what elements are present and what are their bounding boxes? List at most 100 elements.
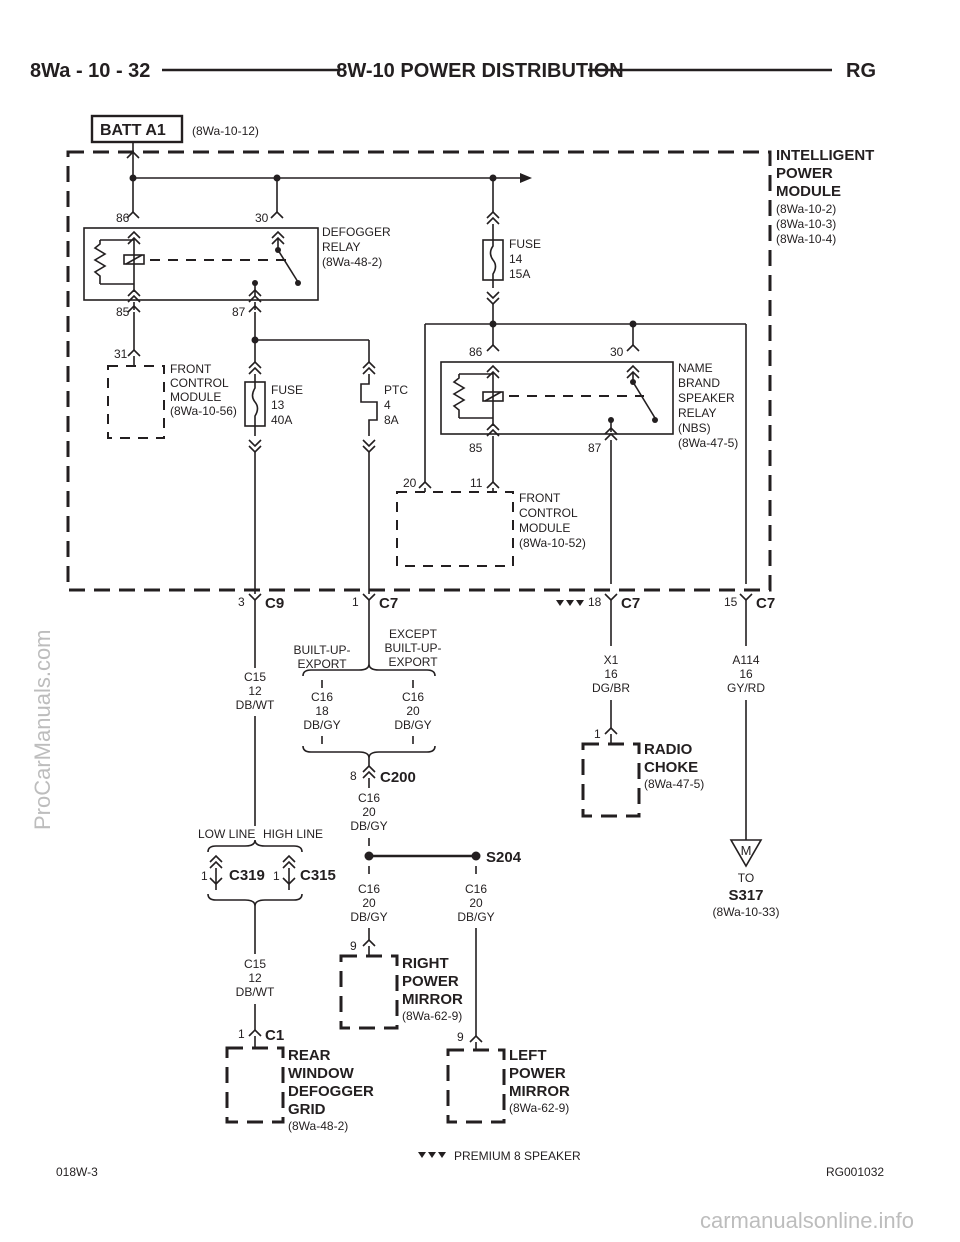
c15-top-circuit: C15 — [244, 670, 266, 684]
ipm-boundary — [66, 150, 772, 592]
c15-bottom-color: DB/WT — [236, 985, 275, 999]
c16-20-gauge: 20 — [406, 704, 420, 718]
fcm2-label-2: CONTROL — [519, 506, 578, 520]
nbs-pin-85: 85 — [469, 441, 483, 455]
c9-name: C9 — [265, 595, 284, 612]
nbs-pin-86: 86 — [469, 345, 483, 359]
def-relay-ref: (8Wa-48-2) — [322, 255, 382, 269]
option-built-up-1: BUILT-UP- — [293, 643, 350, 657]
option-except-2: BUILT-UP- — [384, 641, 441, 655]
fuse14-rating: 15A — [509, 267, 530, 281]
x1-color: DG/BR — [592, 681, 630, 695]
left-power-mirror: 9 LEFT POWER MIRROR (8Wa-62-9) — [446, 1030, 570, 1124]
fcm1-label-3: MODULE — [170, 390, 221, 404]
c16-20-color: DB/GY — [394, 718, 431, 732]
a114-circuit: A114 — [732, 653, 759, 667]
ptc4-number: 4 — [384, 398, 391, 412]
fcm2-pin-20: 20 — [403, 476, 417, 490]
c16-lm-gauge: 20 — [469, 896, 483, 910]
nbs-label-4: RELAY — [678, 406, 716, 420]
ptc-4: PTC 4 8A — [360, 340, 408, 454]
rear-defogger-ref: (8Wa-48-2) — [288, 1119, 348, 1133]
def-pin-87: 87 — [232, 305, 246, 319]
ipm-title-1: INTELLIGENT — [776, 147, 874, 164]
right-power-mirror: 9 RIGHT POWER MIRROR (8Wa-62-9) — [339, 938, 463, 1030]
rear-defogger-label-1: REAR — [288, 1047, 331, 1064]
nbs-pin-30: 30 — [610, 345, 624, 359]
fcm1-label-1: FRONT — [170, 362, 212, 376]
rear-defogger-label-4: GRID — [288, 1101, 326, 1118]
x1-circuit: X1 — [604, 653, 619, 667]
c1-pin: 1 — [238, 1027, 245, 1041]
a114-gauge: 16 — [739, 667, 753, 681]
c16-rm-gauge: 20 — [362, 896, 376, 910]
option-except-1: EXCEPT — [389, 627, 438, 641]
radio-choke-label-2: CHOKE — [644, 759, 698, 776]
option-built-up-2: EXPORT — [297, 657, 347, 671]
right-mirror-ref: (8Wa-62-9) — [402, 1009, 462, 1023]
ptc4-rating: 8A — [384, 413, 399, 427]
ipm-title-2: POWER — [776, 165, 833, 182]
radio-choke-pin: 1 — [594, 727, 601, 741]
left-mirror-label-3: MIRROR — [509, 1083, 570, 1100]
page-header: 8Wa - 10 - 32 8W-10 POWER DISTRIBUTION R… — [30, 60, 876, 82]
header-title: 8W-10 POWER DISTRIBUTION — [336, 60, 623, 82]
wire-c15-top: C15 12 DB/WT — [236, 670, 275, 826]
fcm1-ref: (8Wa-10-56) — [170, 404, 237, 418]
radio-choke-ref: (8Wa-47-5) — [644, 777, 704, 791]
front-control-module-1: 31 FRONT CONTROL MODULE (8Wa-10-56) — [107, 312, 237, 439]
connector-c9: 3 C9 — [238, 593, 284, 668]
c7b-name: C7 — [621, 595, 640, 612]
left-mirror-ref: (8Wa-62-9) — [509, 1101, 569, 1115]
c16-rm-circuit: C16 — [358, 882, 380, 896]
ipm-title-3: MODULE — [776, 183, 841, 200]
fuse13-rating: 40A — [271, 413, 292, 427]
nbs-label-5: (NBS) — [678, 421, 711, 435]
c7a-name: C7 — [379, 595, 398, 612]
c319-pin: 1 — [201, 869, 208, 883]
c200-name: C200 — [380, 769, 416, 786]
rear-window-defogger-grid: C15 12 DB/WT 1 C1 REAR WINDOW DEFOGGER G… — [225, 957, 374, 1133]
option-high-line: HIGH LINE — [263, 827, 323, 841]
option-low-line: LOW LINE — [198, 827, 255, 841]
batt-a1: BATT A1 (8Wa-10-12) — [90, 114, 259, 152]
ptc4-label: PTC — [384, 383, 408, 397]
def-relay-label-2: RELAY — [322, 240, 360, 254]
fcm2-label-3: MODULE — [519, 521, 570, 535]
c1-name: C1 — [265, 1027, 284, 1044]
ipm-label: INTELLIGENT POWER MODULE (8Wa-10-2) (8Wa… — [776, 147, 874, 246]
c16-lm-circuit: C16 — [465, 882, 487, 896]
c16-c200-color: DB/GY — [350, 819, 387, 833]
c7a-pin: 1 — [352, 595, 359, 609]
ground-s317: A114 16 GY/RD M TO S317 (8Wa-10-33) — [713, 653, 780, 919]
s204-name: S204 — [486, 849, 522, 866]
nbs-label-1: NAME — [678, 361, 713, 375]
nbs-label-2: BRAND — [678, 376, 720, 390]
left-mirror-label-2: POWER — [509, 1065, 566, 1082]
fuse14-number: 14 — [509, 252, 523, 266]
fcm2-pin-11: 11 — [470, 476, 483, 490]
right-mirror-label-1: RIGHT — [402, 955, 449, 972]
option-split-c7: BUILT-UP- EXPORT EXCEPT BUILT-UP- EXPORT… — [293, 627, 442, 766]
def-relay-label-1: DEFOGGER — [322, 225, 391, 239]
header-page-number: 8Wa - 10 - 32 — [30, 60, 150, 82]
watermark-side: ProCarManuals.com — [30, 629, 55, 830]
splice-s204: S204 C16 20 DB/GY C16 20 DB/GY — [350, 849, 522, 1036]
fcm1-pin: 31 — [114, 347, 128, 361]
def-pin-86: 86 — [116, 211, 130, 225]
c15-bottom-gauge: 12 — [248, 971, 262, 985]
ground-symbol: M — [741, 843, 752, 858]
nbs-label-3: SPEAKER — [678, 391, 735, 405]
batt-ref: (8Wa-10-12) — [192, 124, 259, 138]
bus-arrow — [520, 173, 532, 183]
ground-to: TO — [738, 871, 754, 885]
right-mirror-label-3: MIRROR — [402, 991, 463, 1008]
fcm2-ref: (8Wa-10-52) — [519, 536, 586, 550]
c16-c200-circuit: C16 — [358, 791, 380, 805]
fcm2-label-1: FRONT — [519, 491, 561, 505]
fuse14-label: FUSE — [509, 237, 541, 251]
nbs-ref: (8Wa-47-5) — [678, 436, 738, 450]
footer-right-code: RG001032 — [826, 1165, 884, 1179]
ipm-ref-2: (8Wa-10-3) — [776, 217, 836, 231]
